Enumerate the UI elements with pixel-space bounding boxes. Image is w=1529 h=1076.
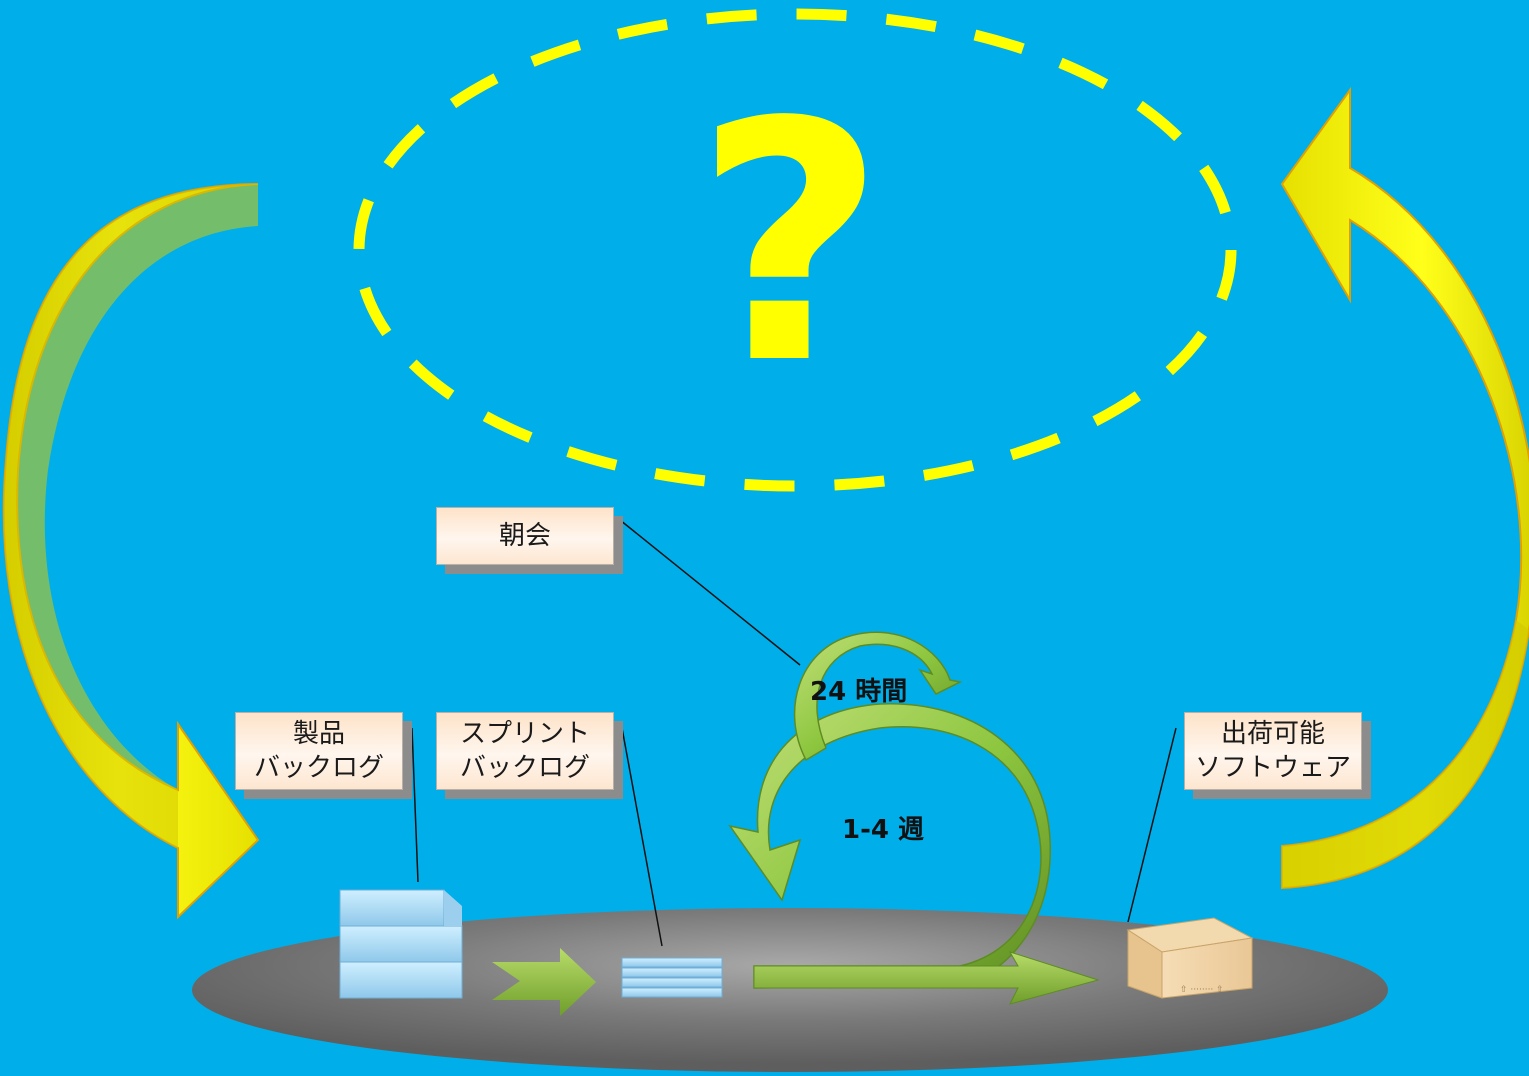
- shippable-software-line2: ソフトウェア: [1185, 751, 1361, 785]
- product-backlog-line1: 製品: [236, 717, 402, 751]
- shippable-software-line1: 出荷可能: [1185, 717, 1361, 751]
- shippable-software-callout: 出荷可能 ソフトウェア: [1184, 712, 1362, 790]
- daily-scrum-label: 朝会: [437, 519, 613, 553]
- sprint-backlog-stack: [622, 958, 722, 997]
- left-arrow-shade: [4, 184, 258, 848]
- sprint-backlog-line2: バックログ: [437, 751, 613, 785]
- sprint-backlog-callout: スプリント バックログ: [436, 712, 614, 790]
- sprint-loop-label: 1-4 週: [842, 815, 924, 845]
- shippable-box: ⇧ ········ ⇧: [1128, 918, 1252, 998]
- svg-text:⇧ ········ ⇧: ⇧ ········ ⇧: [1180, 985, 1224, 995]
- question-mark: ?: [694, 52, 885, 436]
- product-backlog-stack: [340, 890, 462, 998]
- product-backlog-callout: 製品 バックログ: [235, 712, 403, 790]
- sprint-backlog-line1: スプリント: [437, 717, 613, 751]
- product-backlog-line2: バックログ: [236, 751, 402, 785]
- daily-scrum-callout: 朝会: [436, 507, 614, 565]
- daily-loop-label: 24 時間: [810, 677, 907, 707]
